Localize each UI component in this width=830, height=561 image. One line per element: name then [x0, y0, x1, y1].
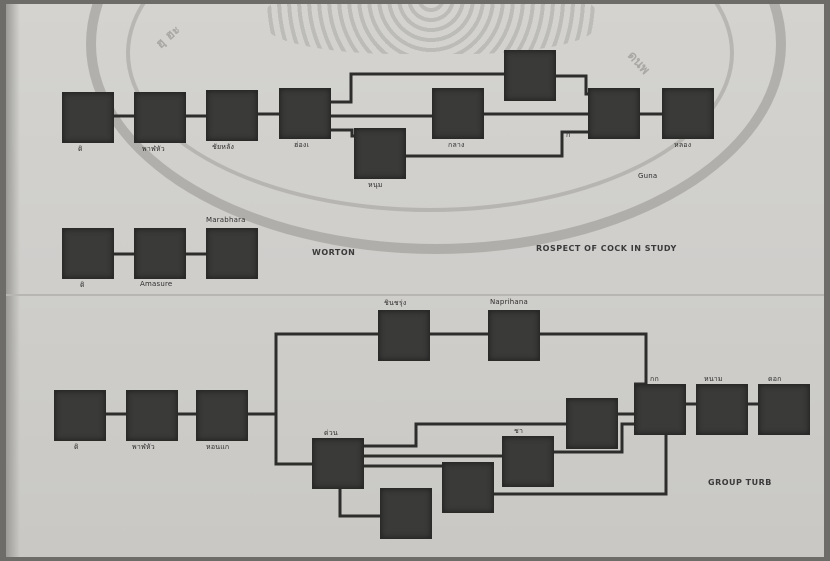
d2-caption: WORTON	[312, 248, 355, 257]
d3-box-down	[380, 488, 432, 539]
d3-label-r2: หนาม	[704, 374, 723, 385]
d1-link-low	[328, 130, 356, 136]
d2-box-1	[62, 228, 114, 279]
d2-box-2	[134, 228, 186, 279]
d1-box-mid	[432, 88, 484, 139]
d3-box-m1	[566, 398, 618, 449]
d3-label-top-1: ชินชรุ่ง	[384, 298, 406, 309]
d1-label-mid: กลาง	[448, 140, 465, 151]
d3-box-top-1	[378, 310, 430, 361]
d3-label-3: หอนแก	[206, 442, 229, 453]
d1-box-1	[62, 92, 114, 143]
d2-caption-right: ROSPECT OF COCK IN STUDY	[536, 244, 677, 253]
diagram-sheet: ฮฺ ฮะ ดนพ สุรา	[6, 4, 824, 557]
d3-fork-down	[340, 486, 380, 516]
d3-box-top-2	[488, 310, 540, 361]
d3-box-r2	[696, 384, 748, 435]
d3-link-top-down	[538, 334, 646, 384]
d1-label-join: ก	[566, 130, 570, 141]
d2-label-3: Marabhara	[206, 216, 246, 224]
d1-box-4	[279, 88, 331, 139]
d3-label-m2: ชา	[514, 426, 523, 437]
d1-note: Guna	[638, 172, 657, 180]
d1-box-3	[206, 90, 258, 141]
d3-box-m2	[502, 436, 554, 487]
d1-label-3: ชัยหลัง	[212, 142, 234, 153]
d3-label-top-2: Naprihana	[490, 298, 528, 306]
d2-box-3	[206, 228, 258, 279]
d3-box-join	[634, 384, 686, 435]
d3-box-2	[126, 390, 178, 441]
d1-label-4: ฮ่องเ	[294, 140, 309, 151]
d3-label-r3: ดอก	[768, 374, 782, 385]
d1-box-top	[504, 50, 556, 101]
d1-label-1: ดิ	[78, 144, 83, 155]
d3-branch-up	[276, 334, 378, 414]
d1-box-low	[354, 128, 406, 179]
d3-box-fork	[312, 438, 364, 489]
d1-label-final: หลอง	[674, 140, 691, 151]
d2-label-1: ดิ	[80, 280, 85, 291]
d1-link-top-end	[554, 76, 590, 94]
d3-box-1	[54, 390, 106, 441]
d1-label-low: หนุม	[368, 180, 383, 191]
d3-label-fork: ด่วน	[324, 428, 338, 439]
d2-label-2: Amasure	[140, 280, 172, 288]
d3-label-join: กก	[650, 374, 659, 385]
d3-box-3	[196, 390, 248, 441]
d3-caption: GROUP TURB	[708, 478, 772, 487]
d3-box-r3	[758, 384, 810, 435]
d1-box-2	[134, 92, 186, 143]
d1-box-join	[588, 88, 640, 139]
d3-label-1: ดิ	[74, 442, 79, 453]
d3-branch-down	[276, 414, 312, 464]
d1-label-2: พาฬหัว	[142, 144, 165, 155]
connector-lines	[6, 4, 824, 557]
d1-box-final	[662, 88, 714, 139]
d3-box-m3	[442, 462, 494, 513]
d3-label-2: พาฬหัว	[132, 442, 155, 453]
